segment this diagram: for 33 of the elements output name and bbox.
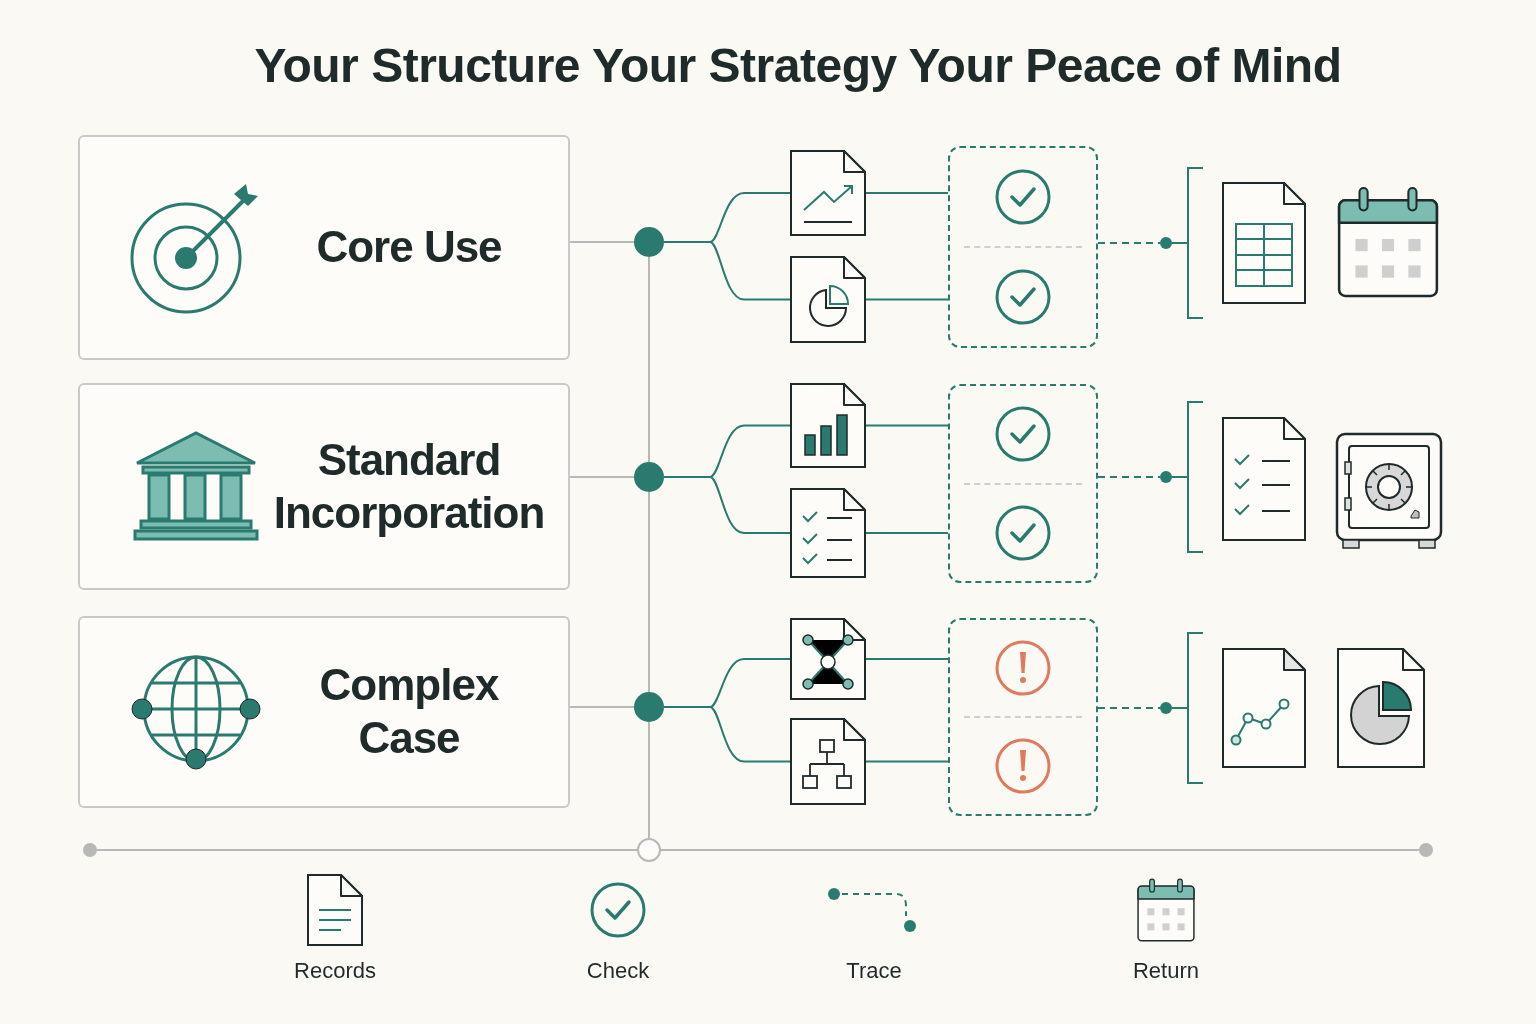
connector-line [663,241,791,301]
category-card [78,383,570,590]
connector-line [569,241,635,243]
connector-line [663,706,791,763]
connector-line [865,532,949,534]
connector-line [569,476,635,478]
connector-line [865,760,949,763]
category-title: Complex Case [318,659,500,764]
category-card [78,616,570,808]
connector-line [1097,242,1161,244]
category-title: Core Use [316,221,502,274]
connector-line [1097,476,1161,478]
category-card [78,135,570,360]
connector-line [648,721,650,839]
category-title: Standard Incorporation [272,433,546,539]
connector-line [865,298,949,301]
connector-line [569,706,635,708]
legend-label: Trace [846,957,902,985]
legend-label: Records [294,957,376,985]
connector-line [865,424,949,427]
title: Your Structure Your Strategy Your Peace of Mind [254,38,1342,94]
review-group-box [948,146,1098,348]
connector-line [648,491,650,693]
connector-line [663,476,791,534]
legend-label: Check [586,957,650,985]
connector-line [865,192,949,194]
connector-line [648,256,650,463]
review-group-box [948,384,1098,583]
connector-line [865,658,949,660]
legend-label: Return [1132,957,1199,985]
review-group-box [948,618,1098,816]
connector-line [1097,707,1161,709]
junction-ring [637,838,661,862]
